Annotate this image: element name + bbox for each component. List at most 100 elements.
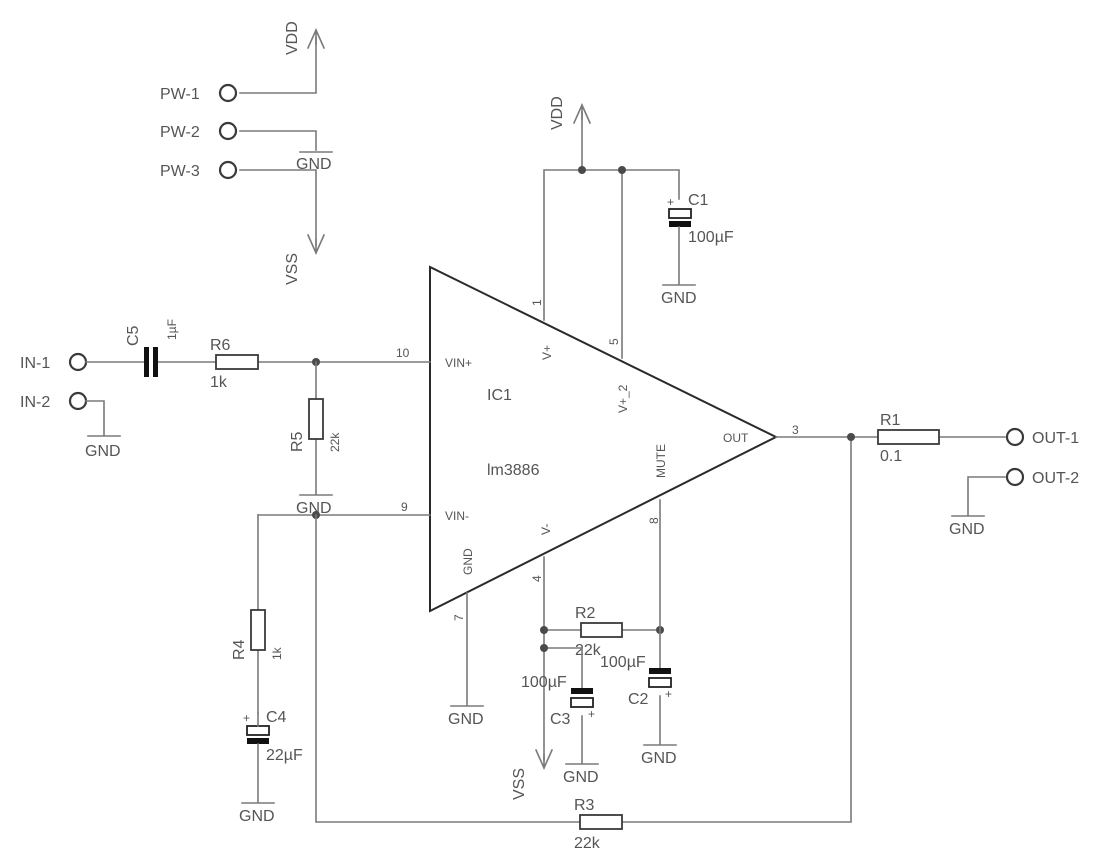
c1-negative-plate [669, 221, 691, 227]
wire-pw2-gnd [239, 130, 317, 151]
wire-pw1-vdd [239, 37, 317, 94]
vdd-arrow-top [306, 28, 326, 50]
c4-negative-plate [247, 738, 269, 744]
gnd-label-out: GND [949, 521, 985, 538]
gnd-label-c2: GND [641, 750, 677, 767]
input-section: IN-1 IN-2 C5 1µF R6 1k GND R5 22k GND [20, 319, 431, 517]
junction-r2-left [540, 626, 548, 634]
out1-connector[interactable] [1005, 427, 1025, 447]
c3-negative-plate [571, 688, 593, 694]
pw1-connector[interactable] [218, 83, 238, 103]
r6-resistor[interactable] [215, 354, 259, 370]
junction-vdd [578, 166, 586, 174]
pin-name-v-minus: V- [539, 524, 553, 535]
r5-resistor[interactable] [308, 398, 324, 440]
output-section: R1 0.1 OUT-1 OUT-2 GND [775, 412, 1079, 538]
pin-name-out: OUT [723, 431, 749, 445]
gnd-label-r5: GND [296, 500, 332, 517]
c4-positive-plate [246, 725, 270, 736]
negative-supply-section: VSS R2 22k + GND C3 100µF + GND C2 100µF… [448, 499, 677, 800]
c1-value: 100µF [688, 229, 734, 246]
r2-ref: R2 [575, 605, 596, 622]
c2-plus-sign: + [665, 687, 672, 701]
r6-value: 1k [210, 374, 228, 391]
wire-out2-gnd [967, 476, 1006, 516]
pin-name-vin-minus: VIN- [445, 509, 469, 523]
pin-num-1: 1 [530, 299, 544, 306]
wire-pw3-vss [239, 169, 317, 246]
ic1-triangle[interactable] [429, 265, 779, 613]
wire-feedback-loop [315, 436, 852, 823]
out2-connector[interactable] [1005, 467, 1025, 487]
pin-num-3: 3 [792, 423, 799, 437]
ic1-lm3886[interactable]: IC1 lm3886 VIN+ VIN- OUT V+ V+_2 V- GND … [396, 265, 799, 621]
r5-value: 22k [328, 432, 342, 452]
c4-ref: C4 [266, 709, 287, 726]
c1-plus-sign: + [667, 195, 674, 209]
vdd-arrow-ic [572, 103, 592, 125]
c3-plus-sign: + [588, 707, 595, 721]
vss-arrow-top [306, 233, 326, 255]
pw2-connector[interactable] [218, 121, 238, 141]
pin-num-9: 9 [401, 500, 408, 514]
pw2-label: PW-2 [160, 124, 200, 141]
c5-plate-a [144, 347, 149, 377]
pw3-connector[interactable] [218, 160, 238, 180]
ic1-value: lm3886 [487, 462, 540, 479]
c2-ref: C2 [628, 691, 649, 708]
gnd-label-c4: GND [239, 808, 275, 825]
wire-v-plus-supply [543, 169, 680, 321]
vss-label-top: VSS [284, 253, 301, 285]
wire-c3 [543, 647, 583, 764]
r4-value: 1k [270, 646, 284, 660]
pw3-label: PW-3 [160, 163, 200, 180]
in1-connector[interactable] [68, 352, 88, 372]
junction-output [847, 433, 855, 441]
r4-resistor[interactable] [250, 609, 266, 651]
r2-value: 22k [575, 642, 602, 659]
c3-value: 100µF [521, 674, 567, 691]
r4-ref: R4 [231, 639, 248, 660]
c2-negative-plate [649, 668, 671, 674]
feedback-section: R4 1k + GND C4 22µF R3 22k [231, 436, 852, 852]
gnd-label-ic: GND [448, 711, 484, 728]
c5-plate-b [153, 347, 158, 377]
power-connector-block: VDD GND VSS PW-1 PW-2 PW-3 [160, 21, 333, 285]
r1-ref: R1 [880, 412, 901, 429]
vdd-label-ic: VDD [549, 96, 566, 130]
r1-resistor[interactable] [877, 429, 940, 445]
r1-value: 0.1 [880, 448, 902, 465]
pin-name-v-plus: V+ [540, 345, 554, 360]
out1-label: OUT-1 [1032, 430, 1079, 447]
c4-value: 22µF [266, 747, 303, 764]
c2-positive-plate [648, 677, 672, 688]
r5-ref: R5 [289, 431, 306, 452]
pin-name-vin-plus: VIN+ [445, 356, 472, 370]
pin-num-7: 7 [452, 614, 466, 621]
gnd-label-pw: GND [296, 156, 332, 173]
c3-positive-plate [570, 697, 594, 708]
pin-num-4: 4 [530, 575, 544, 582]
pin-num-10: 10 [396, 346, 410, 360]
pin-num-8: 8 [647, 517, 661, 524]
pin-num-5: 5 [607, 338, 621, 345]
r3-resistor[interactable] [579, 814, 623, 830]
r2-resistor[interactable] [580, 622, 623, 638]
in2-connector[interactable] [68, 391, 88, 411]
out2-label: OUT-2 [1032, 470, 1079, 487]
vdd-label-top: VDD [284, 21, 301, 55]
c1-positive-plate [668, 208, 692, 219]
junction-c3 [540, 644, 548, 652]
r6-ref: R6 [210, 337, 231, 354]
r3-ref: R3 [574, 797, 595, 814]
gnd-label-c3: GND [563, 769, 599, 786]
vss-label-bottom: VSS [511, 768, 528, 800]
ic1-ref: IC1 [487, 387, 512, 404]
gnd-label-c1: GND [661, 290, 697, 307]
in1-label: IN-1 [20, 355, 50, 372]
pin-name-v-plus-2: V+_2 [616, 384, 630, 413]
c1-ref: C1 [688, 192, 709, 209]
junction-v-plus-2 [618, 166, 626, 174]
positive-supply-section: VDD + GND C1 100µF [543, 96, 734, 359]
